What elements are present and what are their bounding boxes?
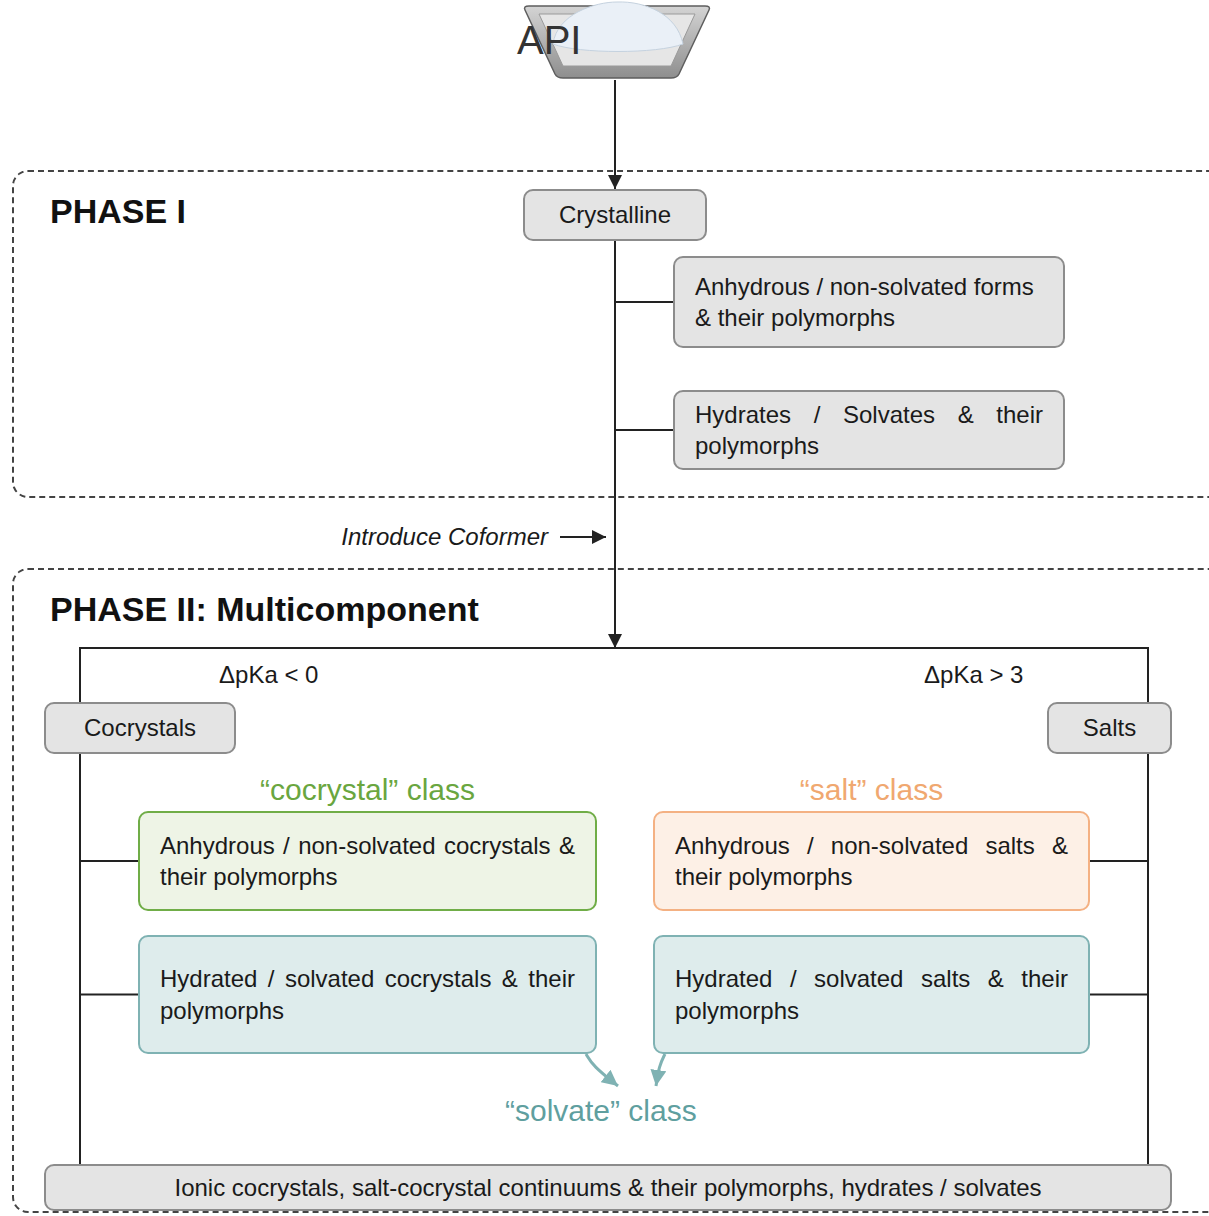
node-label: Ionic cocrystals, salt-cocrystal continu… (66, 1172, 1150, 1203)
process-box: Cocrystals (44, 702, 236, 754)
class-box: “salt” classAnhydrous / non-solvated sal… (653, 811, 1090, 911)
api-tray: API (517, 0, 717, 80)
process-box: Salts (1047, 702, 1172, 754)
step-note: Introduce Coformer (248, 522, 548, 552)
tree-connector (80, 754, 138, 861)
node-label: Hydrated / solvated cocrystals & their p… (160, 963, 575, 1025)
tree-connector (80, 754, 138, 995)
curved-arrow (656, 1054, 665, 1086)
pka-label: ΔpKa < 0 (219, 660, 379, 690)
tree-connector (614, 241, 616, 648)
tree-connector (615, 241, 673, 302)
process-box: Hydrates / Solvates & their polymorphs (673, 390, 1065, 470)
class-box: Hydrated / solvated salts & their polymo… (653, 935, 1090, 1054)
tree-connector (615, 241, 673, 430)
tree-connector (614, 80, 616, 189)
node-label: “solvate” class (505, 1094, 755, 1128)
phase-heading: PHASE I (50, 192, 186, 231)
node-label: Cocrystals (66, 712, 214, 743)
phase-region: PHASE I CrystallineAnhydrous / non-solvat… (12, 170, 1209, 498)
phase-heading: PHASE II: Multicomponent (50, 590, 479, 629)
coformer-arrow (560, 536, 606, 538)
tree-connector (1147, 754, 1149, 1164)
node-label: Salts (1069, 712, 1150, 743)
tree-connector (80, 648, 1148, 702)
node-label: Hydrated / solvated salts & their polymo… (675, 963, 1068, 1025)
class-box: “cocrystal” classAnhydrous / non-solvate… (138, 811, 597, 911)
tree-connector (1090, 754, 1148, 995)
process-box: Anhydrous / non-solvated forms & their p… (673, 256, 1065, 348)
process-box: Ionic cocrystals, salt-cocrystal continu… (44, 1164, 1172, 1211)
node-label: Hydrates / Solvates & their polymorphs (695, 399, 1043, 461)
tree-connector (1090, 754, 1148, 861)
process-box: Crystalline (523, 189, 707, 241)
node-label: Anhydrous / non-solvated salts & their p… (675, 830, 1068, 892)
class-box: Hydrated / solvated cocrystals & their p… (138, 935, 597, 1054)
curved-arrow (586, 1054, 618, 1086)
node-label: Anhydrous / non-solvated cocrystals & th… (160, 830, 575, 892)
class-label: “solvate” class (505, 1086, 755, 1136)
node-label: Anhydrous / non-solvated forms & their p… (695, 271, 1043, 333)
node-label: API (517, 18, 717, 63)
pka-label: ΔpKa > 3 (924, 660, 1084, 690)
tree-connector (79, 754, 81, 1164)
class-heading: “salt” class (655, 770, 1088, 809)
phase-region: PHASE II: MulticomponentCocrystals Salts “… (12, 568, 1209, 1213)
node-label: Crystalline (545, 199, 685, 230)
class-heading: “cocrystal” class (140, 770, 595, 809)
